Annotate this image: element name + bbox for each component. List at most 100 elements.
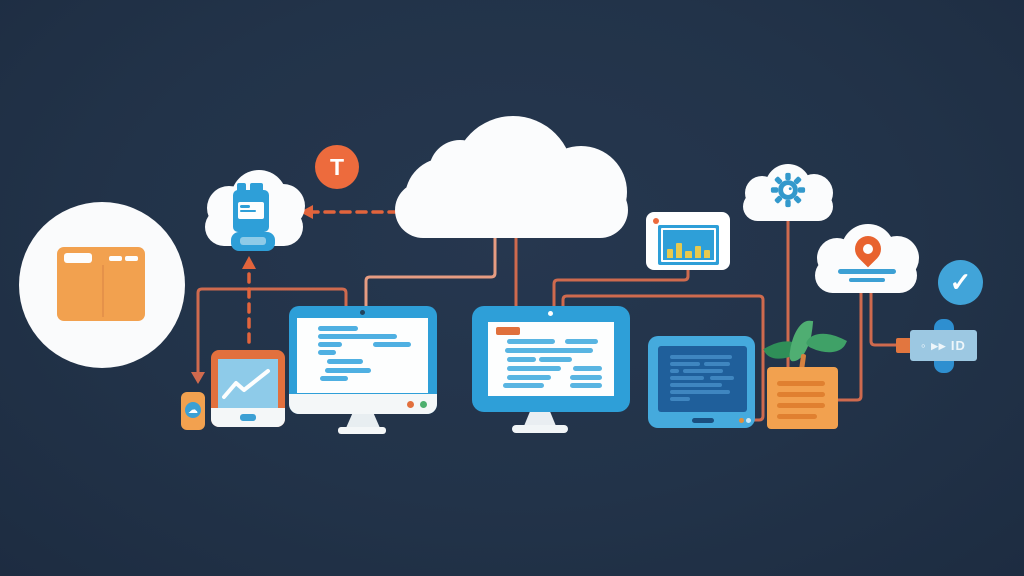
plant-pot (767, 367, 838, 429)
checkmark-icon: ✓ (949, 267, 972, 297)
screen-text-line (670, 362, 700, 366)
line-pincloud-to-usb (869, 288, 899, 347)
screen-text-line (670, 355, 732, 359)
screen-text-line (710, 376, 734, 380)
monitor1-base (338, 427, 386, 434)
card-dot (653, 218, 659, 224)
location-cloud (813, 224, 919, 294)
main-cloud (393, 116, 630, 240)
screen-text-line (240, 210, 256, 212)
usb-connector-icon: ◦ ▸▸ ID (910, 330, 977, 361)
screen-text-line (777, 403, 825, 408)
chart-bar (676, 243, 683, 258)
screen-text-line (318, 350, 336, 355)
webcam-dot (360, 310, 365, 315)
screen-text-line (240, 205, 250, 208)
webcam-dot (548, 311, 553, 316)
phone-cloud-icon: ☁ (185, 402, 201, 418)
monitor2-stand (524, 412, 556, 426)
laptop-dot-orange (739, 418, 744, 423)
screen-text-line (325, 368, 371, 373)
screen-text-line (570, 383, 602, 388)
screen-text-line (505, 348, 593, 353)
t-badge: T (315, 145, 359, 189)
chart-frame (661, 228, 716, 262)
screen-text-line (849, 278, 885, 282)
screen-text-line (777, 381, 825, 386)
chart-bar (667, 249, 674, 258)
tablet-chin (211, 408, 285, 427)
storage-container-icon (233, 183, 269, 232)
screen-text-line (503, 383, 544, 388)
chart-bar (694, 246, 701, 258)
monitor1-chin (289, 394, 437, 414)
browser-window-icon (57, 247, 145, 321)
screen-text-line (670, 376, 704, 380)
arrowhead-down-icon (191, 372, 205, 384)
screen-text-line (683, 369, 723, 373)
screen-text-line (318, 342, 342, 347)
screen-text-line (507, 339, 555, 344)
laptop-terminal (648, 336, 755, 428)
screen-text-line (704, 362, 730, 366)
cloud-dock-base (231, 232, 275, 251)
screen-text-line (570, 375, 602, 380)
laptop-dot-light (746, 418, 751, 423)
tablet-screen (218, 359, 278, 408)
screen-text-line (670, 383, 722, 387)
container-label (238, 202, 264, 219)
settings-cloud (741, 164, 835, 222)
status-dot-green (420, 401, 427, 408)
monitor2-base (512, 425, 568, 433)
screen-text-line (318, 334, 397, 339)
line-pincloud-to-pot (836, 288, 863, 402)
chart-bar (685, 251, 692, 258)
screen-text-line (539, 357, 572, 362)
tablet-line-chart (211, 350, 285, 427)
arrowhead-up-icon (242, 256, 256, 269)
screen-text-line (838, 269, 896, 274)
chart-bar (703, 250, 711, 258)
line-bigcloud-to-monitor1 (364, 234, 497, 308)
screen-text-line (670, 397, 690, 401)
browser-divider (102, 265, 104, 317)
usb-plug-tip (896, 338, 912, 353)
cloud-text-lines (813, 224, 919, 294)
checkmark-badge: ✓ (938, 260, 983, 305)
monitor-document (472, 306, 630, 412)
usb-glyphs: ◦ ▸▸ ID (921, 337, 966, 353)
browser-tab-dash (109, 256, 122, 261)
line-chart-icon (222, 369, 270, 399)
line-chartcard-to-monitor2 (552, 264, 690, 308)
screen-text-line (327, 359, 363, 364)
screen-text-line (565, 339, 598, 344)
line-monitor2-to-laptop (561, 294, 765, 422)
browser-titlebar (64, 253, 92, 263)
smartphone: ☁ (181, 392, 205, 430)
screen-text-line (670, 369, 679, 373)
gear-icon (770, 172, 806, 208)
monitor1-stand (346, 414, 380, 428)
analytics-card (646, 212, 730, 270)
t-badge-label: T (329, 153, 345, 180)
screen-text-line (670, 390, 730, 394)
screen-text-line (373, 342, 411, 347)
tablet-home-button (240, 414, 256, 421)
laptop-trackpad (692, 418, 714, 423)
arrowhead-left-icon (300, 205, 313, 219)
screen-text-line (507, 357, 536, 362)
screen-text-line (507, 375, 551, 380)
monitor1-screen (297, 318, 428, 393)
screen-text-line (318, 326, 358, 331)
browser-tab-dash (125, 256, 138, 261)
data-storage-cloud (203, 170, 305, 248)
terminal-screen (658, 346, 747, 412)
screen-text-line (777, 414, 817, 419)
screen-text-line (777, 392, 825, 397)
monitor-code (289, 306, 437, 414)
browser-circle-badge (19, 202, 185, 368)
bar-chart-icon (667, 243, 711, 258)
orange-heading-block (496, 327, 520, 335)
